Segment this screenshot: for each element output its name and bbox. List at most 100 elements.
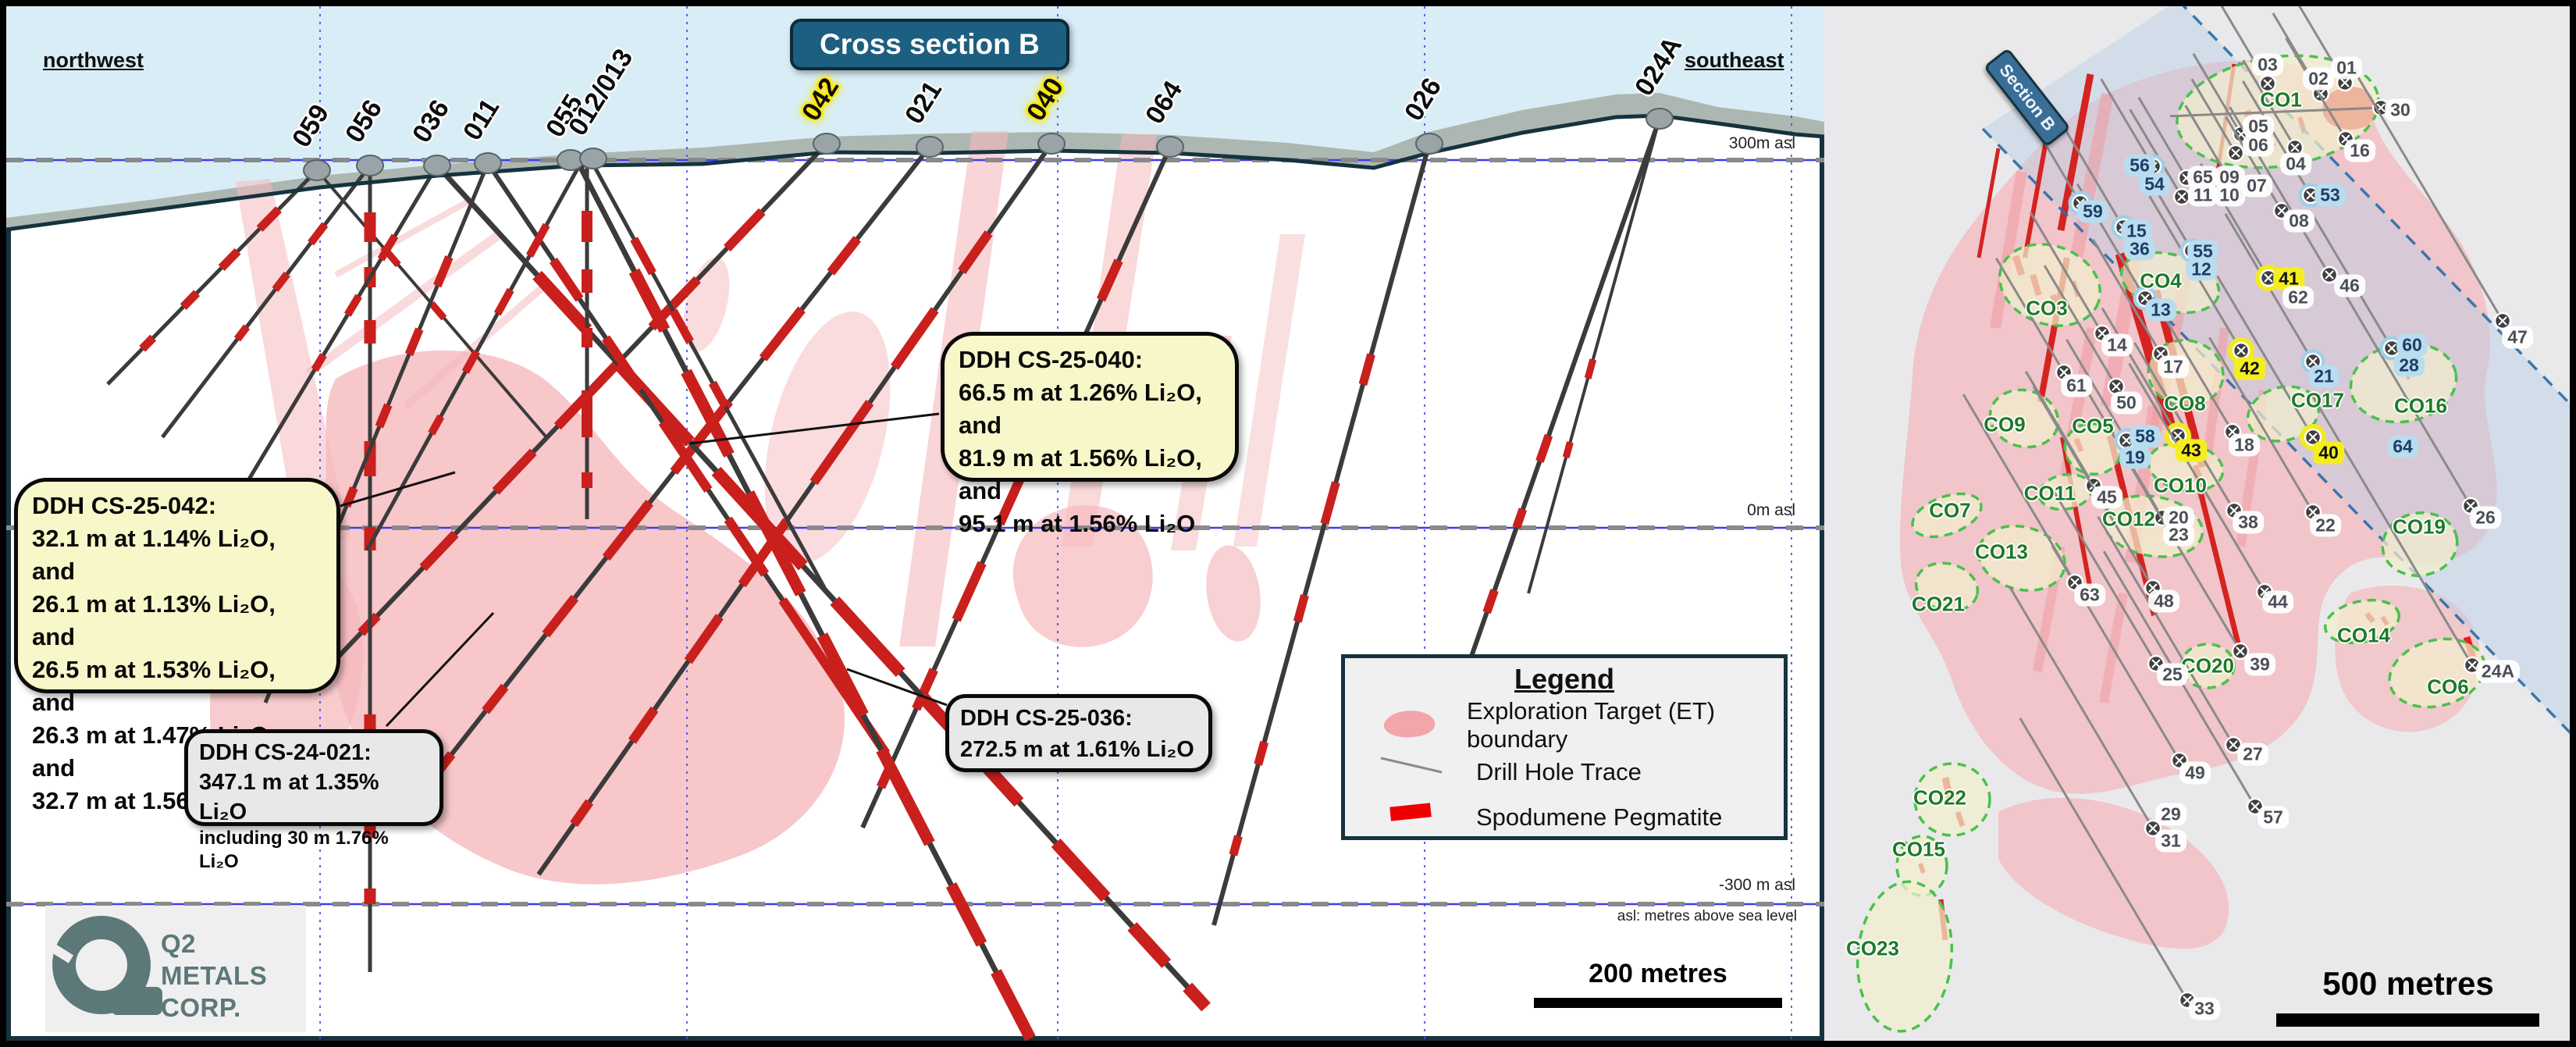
map-marker-label-63: 63 [2074, 583, 2105, 607]
co-label-CO8: CO8 [2164, 391, 2206, 415]
map-trace-15 [2062, 126, 2125, 228]
et-ellipse-CO21 [1914, 561, 1980, 613]
map-marker-label-44: 44 [2262, 590, 2293, 614]
co-label-CO3: CO3 [2026, 296, 2068, 320]
map-collar-46 [2320, 265, 2339, 284]
map-marker-label-40: 40 [2313, 441, 2344, 465]
map-marker-label-50: 50 [2111, 391, 2142, 415]
legend-item-label: Exploration Target (ET) boundary [1466, 697, 1716, 753]
map-collar-03 [2258, 74, 2277, 93]
co-label-CO17: CO17 [2291, 388, 2344, 412]
legend: Legend Exploration Target (ET) boundary … [1341, 654, 1788, 840]
collar-012/013 [579, 148, 607, 169]
map-marker-label-42: 42 [2234, 357, 2265, 380]
map-marker-label-36: 36 [2124, 237, 2155, 261]
map-scale-bar [2276, 1013, 2539, 1027]
callout-line: 26.1 m at 1.13% Li₂O, and [32, 590, 276, 650]
map-marker-label-57: 57 [2258, 806, 2289, 829]
q2-logo-mark [45, 916, 162, 1015]
map-marker-label-43: 43 [2176, 439, 2207, 462]
co-label-CO21: CO21 [1912, 592, 1965, 616]
logo-line2: CORP. [161, 993, 241, 1022]
map-trace-44 [2128, 362, 2266, 593]
map-trace-22 [2208, 337, 2314, 513]
map-marker-label-14: 14 [2101, 333, 2133, 357]
elev-minus300-label: -300 m asl [1718, 876, 1795, 894]
map-marker-label-56: 56 [2124, 154, 2155, 177]
map-marker-label-10: 10 [2214, 183, 2245, 207]
map-marker-label-39: 39 [2244, 653, 2275, 676]
co-label-CO11: CO11 [2023, 481, 2076, 505]
map-collar-06 [2226, 144, 2245, 162]
co-label-CO19: CO19 [2393, 515, 2446, 539]
callout-line: 272.5 m at 1.61% Li₂O [960, 737, 1194, 762]
map-trace-30 [2169, 106, 2382, 118]
map-trace-56 [2100, 78, 2154, 167]
co-label-CO4: CO4 [2140, 269, 2182, 293]
legend-item-label: Spodumene Pegmatite [1476, 803, 1723, 831]
q2-metals-logo: Q2 METALS CORP. [45, 906, 306, 1032]
callout-c036: DDH CS-25-036: 272.5 m at 1.61% Li₂O [945, 694, 1212, 772]
collar-059 [303, 159, 331, 181]
map-trace-31 [2008, 586, 2154, 829]
et-ellipse-CO23 [1856, 880, 1954, 1033]
map-marker-label-47: 47 [2502, 326, 2533, 349]
callout-line: 95.1 m at 1.56% Li₂O [959, 510, 1196, 537]
map-trace-26 [2334, 276, 2472, 507]
collar-011 [474, 152, 502, 174]
map-marker-label-01: 01 [2331, 56, 2362, 80]
map-trace-17 [2092, 239, 2162, 354]
map-trace-47 [2350, 65, 2504, 322]
map-trace-08 [2225, 116, 2283, 212]
map-marker-label-07: 07 [2241, 174, 2272, 198]
callout-subline: including 30 m 1.76% Li₂O [199, 828, 389, 872]
map-marker-label-16: 16 [2344, 139, 2375, 162]
map-trace-43 [2101, 307, 2179, 436]
co-label-CO15: CO15 [1892, 837, 1945, 861]
co-label-CO12: CO12 [2102, 507, 2155, 531]
co-label-CO7: CO7 [1929, 498, 1971, 522]
southeast-label: southeast [1685, 48, 1784, 72]
legend-title: Legend [1514, 663, 1614, 695]
map-marker-label-17: 17 [2158, 355, 2189, 379]
logo-line1: Q2 METALS [161, 929, 268, 990]
map-marker-label-04: 04 [2280, 152, 2311, 176]
map-marker-label-25: 25 [2157, 663, 2188, 686]
map-marker-label-53: 53 [2314, 183, 2346, 207]
map-collar-39 [2231, 642, 2250, 661]
co-label-CO10: CO10 [2154, 473, 2207, 497]
callout-title: DDH CS-25-036: [960, 706, 1133, 731]
collar-056 [356, 155, 384, 176]
map-collar-47 [2493, 312, 2512, 330]
collar-024A [1646, 108, 1674, 130]
map-marker-label-27: 27 [2237, 743, 2268, 766]
map-trace-24A [2311, 396, 2474, 666]
map-marker-label-38: 38 [2233, 511, 2264, 534]
callout-line: 347.1 m at 1.35% Li₂O [199, 770, 379, 824]
map-marker-label-28: 28 [2393, 354, 2425, 377]
map-marker-label-30: 30 [2385, 98, 2416, 122]
map-marker-label-64: 64 [2387, 435, 2418, 458]
map-marker-label-06: 06 [2243, 134, 2274, 157]
section-title: Cross section B [790, 19, 1069, 70]
collar-064 [1156, 136, 1184, 158]
map-trace-25 [2051, 488, 2158, 664]
co-label-CO16: CO16 [2394, 394, 2447, 418]
collar-036 [423, 155, 451, 176]
map-marker-label-24A: 24A [2475, 660, 2521, 683]
et-ellipse-CO16 [2349, 341, 2458, 424]
map-trace-05 [2192, 53, 2243, 135]
map-marker-label-19: 19 [2119, 446, 2151, 469]
co-label-CO5: CO5 [2072, 414, 2114, 438]
map-marker-label-02: 02 [2303, 67, 2334, 91]
map-trace-53 [2242, 80, 2312, 196]
map-marker-label-31: 31 [2155, 829, 2186, 853]
callout-title: DDH CS-25-040: [959, 346, 1144, 373]
map-marker-label-59: 59 [2077, 200, 2108, 223]
collar-040 [1037, 133, 1066, 155]
map-marker-label-21: 21 [2308, 365, 2339, 388]
collar-026 [1415, 133, 1443, 155]
map-marker-label-33: 33 [2189, 997, 2220, 1020]
callout-line: 81.9 m at 1.56% Li₂O, and [959, 444, 1202, 504]
